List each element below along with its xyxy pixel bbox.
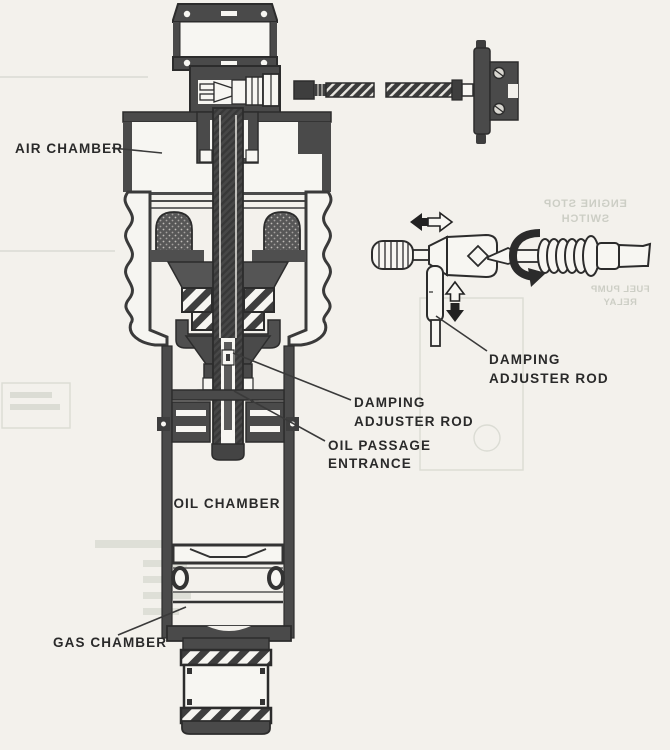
remote-adjuster-cable	[293, 40, 519, 144]
ghost-text-fuel-pump-relay: FUEL PUMP RELAY	[590, 284, 649, 308]
bellows-boot-right	[287, 190, 333, 347]
svg-text:ENGINE STOP: ENGINE STOP	[543, 198, 627, 210]
eyelet-mount	[179, 637, 273, 735]
bump-stop-left	[155, 211, 193, 253]
cable-mounting-flange	[473, 40, 519, 144]
leader-air-chamber	[111, 147, 163, 154]
cable-segment	[385, 82, 453, 98]
label-damping-adjuster-rod-detail-line2: ADJUSTER ROD	[489, 371, 609, 386]
slide-direction-arrows-icon	[410, 211, 454, 233]
reservoir-bolt	[260, 59, 268, 67]
leader-lines	[111, 147, 488, 636]
floating-piston	[171, 543, 285, 604]
cylinder-wall-left	[161, 345, 173, 639]
seal-block	[241, 311, 265, 331]
adjuster-knob	[371, 233, 498, 279]
label-oil-passage-entrance-line2: ENTRANCE	[328, 456, 412, 471]
eyelet-bushing-band	[179, 648, 273, 667]
piston-seal-ring	[171, 566, 189, 590]
label-oil-chamber: OIL CHAMBER	[173, 496, 280, 511]
label-damping-adjuster-rod-main-line1: DAMPING	[354, 395, 425, 410]
damping-valve-head	[189, 65, 281, 115]
svg-text:RELAY: RELAY	[603, 297, 637, 308]
label-damping-adjuster-rod-main-line2: ADJUSTER ROD	[354, 414, 474, 429]
rotate-arrow-icon	[508, 229, 546, 287]
adjuster-detail-view	[371, 211, 652, 347]
label-air-chamber: AIR CHAMBER	[15, 141, 123, 156]
leader-oil-passage-entrance	[233, 390, 326, 442]
reservoir-bolt	[183, 59, 191, 67]
shock-absorber-cross-section	[122, 3, 519, 735]
ghost-text-engine-stop-switch: ENGINE STOP SWITCH	[543, 198, 627, 225]
seal-block	[181, 287, 213, 313]
svg-text:FUEL PUMP: FUEL PUMP	[590, 284, 649, 295]
up-down-arrows-icon	[444, 280, 466, 322]
seal-block	[191, 311, 215, 331]
bellows-boot-left	[123, 190, 169, 347]
reservoir-bolt	[260, 10, 268, 18]
piston-valve-assembly	[171, 389, 285, 461]
diagram-labels: AIR CHAMBER DAMPING ADJUSTER ROD DAMPING…	[15, 141, 609, 650]
leader-damping-adjuster-rod-main	[232, 352, 352, 401]
piston-seal-ring	[267, 566, 285, 590]
label-damping-adjuster-rod-detail-line1: DAMPING	[489, 352, 560, 367]
internal-adjuster-rod	[224, 342, 232, 430]
label-oil-passage-entrance-line1: OIL PASSAGE	[328, 438, 431, 453]
top-reservoir	[172, 3, 278, 71]
leader-gas-chamber	[117, 606, 187, 636]
square-socket-hole	[466, 244, 490, 268]
label-gas-chamber: GAS CHAMBER	[53, 635, 167, 650]
detail-adjuster-rod	[426, 265, 444, 347]
cylinder-wall-right	[283, 345, 295, 639]
reservoir-bolt	[183, 10, 191, 18]
page-bleedthrough-artifacts: ENGINE STOP SWITCH FUEL PUMP RELAY	[0, 76, 650, 615]
seal-block	[243, 287, 275, 313]
svg-text:SWITCH: SWITCH	[561, 213, 609, 225]
bump-stop-right	[263, 211, 301, 253]
leader-damping-adjuster-rod-detail	[435, 315, 488, 352]
cable-segment	[325, 82, 375, 98]
shaft-end-nut	[211, 443, 245, 461]
screwdriver-tool	[487, 229, 652, 287]
